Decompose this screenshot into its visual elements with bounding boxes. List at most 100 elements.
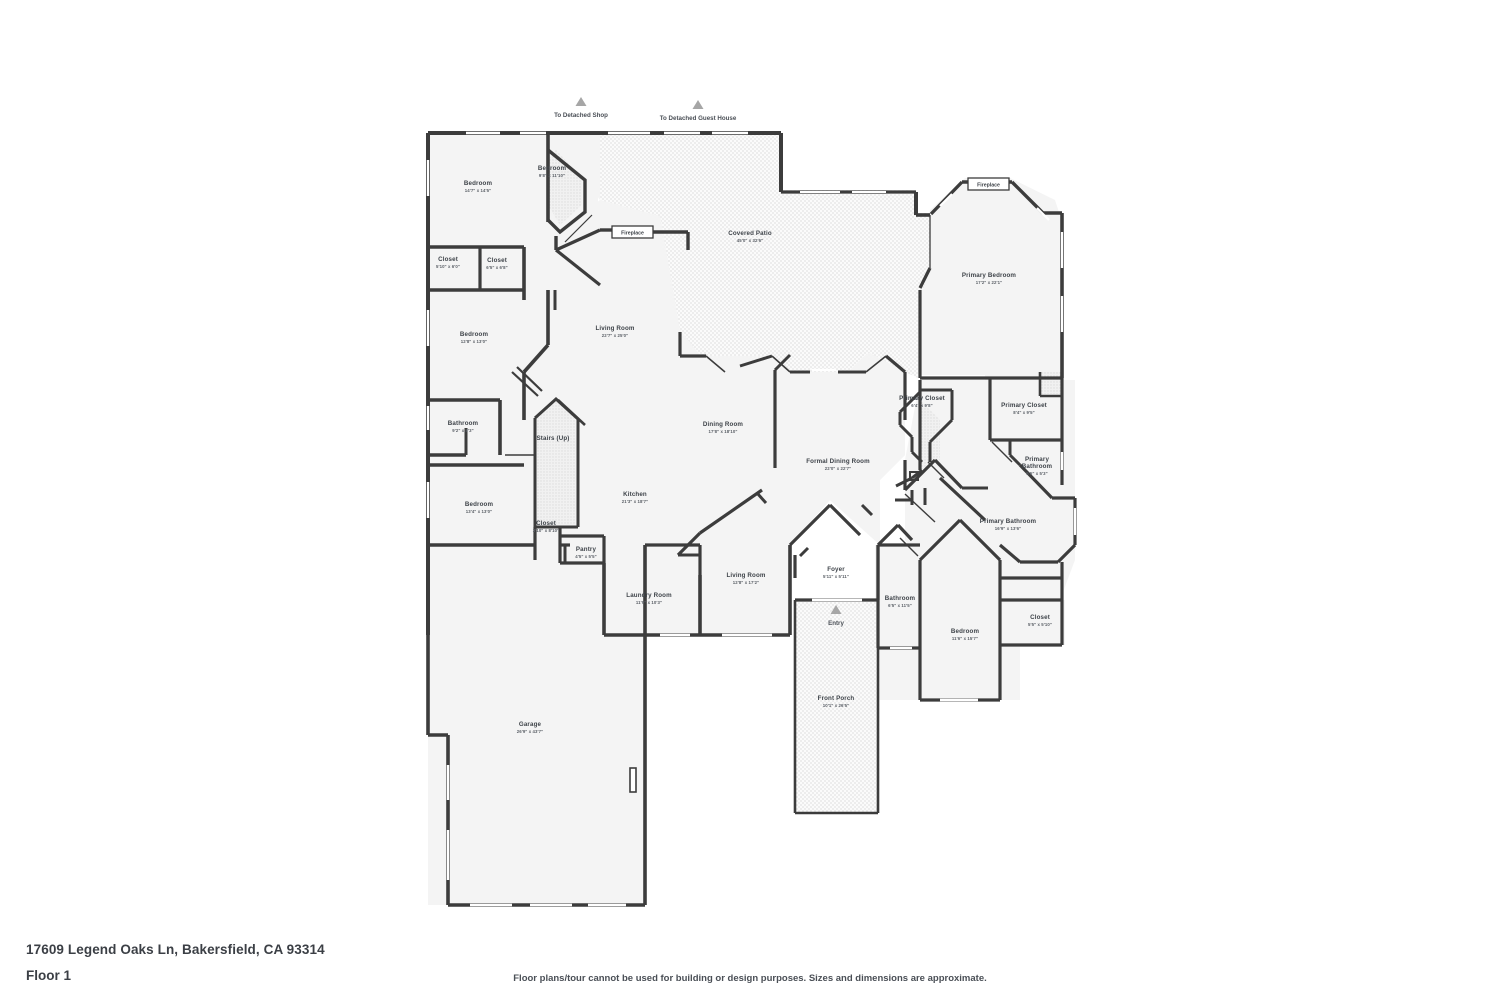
room-dimensions: 14'7" x 14'5" bbox=[465, 188, 492, 193]
room-dimensions: 10'1" x 26'5" bbox=[823, 703, 850, 708]
fireplace-label: Fireplace bbox=[621, 231, 644, 237]
room-name: Bathroom bbox=[448, 420, 479, 427]
room-name: Kitchen bbox=[623, 491, 647, 498]
room-dimensions: 12'8" x 13'0" bbox=[461, 339, 488, 344]
room-dimensions: 5'11" x 5'11" bbox=[823, 574, 849, 579]
room-dimensions: 17'8" x 18'10" bbox=[708, 429, 737, 434]
marker-label: Entry bbox=[828, 620, 844, 627]
room-dimensions: 6'5" x 6'8" bbox=[486, 265, 508, 270]
room-dimensions: 17'2" x 22'1" bbox=[976, 280, 1003, 285]
room-dimensions: 16'9" x 13'6" bbox=[995, 526, 1022, 531]
up-arrow-icon bbox=[830, 605, 842, 614]
room-dimensions: 11'6" x 15'7" bbox=[952, 636, 978, 641]
room-name: Closet bbox=[1030, 614, 1050, 621]
room-dimensions: 26'9" x 43'7" bbox=[517, 729, 544, 734]
room-name: Bedroom bbox=[464, 180, 493, 187]
fireplace-primary-bedroom: Fireplace bbox=[967, 177, 1010, 191]
marker-label: To Detached Shop bbox=[554, 112, 608, 119]
outdoor-areas bbox=[535, 133, 1062, 813]
room-dimensions: 6'5" x 11'5" bbox=[888, 603, 912, 608]
direction-markers: To Detached Shop To Detached Guest House… bbox=[554, 97, 844, 627]
room-name: Pantry bbox=[576, 546, 597, 553]
fireplace-label: Fireplace bbox=[977, 183, 1000, 189]
room-dimensions: 22'0" x 22'7" bbox=[825, 466, 852, 471]
up-arrow-icon bbox=[575, 97, 587, 106]
room-name: Primary Bathroom bbox=[980, 518, 1037, 525]
room-name: Garage bbox=[519, 721, 542, 728]
room-dimensions: 22'7" x 25'0" bbox=[602, 333, 629, 338]
marker-to-detached-guest-house: To Detached Guest House bbox=[660, 100, 737, 122]
room-name: Formal Dining Room bbox=[806, 458, 870, 465]
floor-label: Floor 1 bbox=[26, 968, 72, 983]
room-dimensions: 5'10" x 6'0" bbox=[436, 264, 460, 269]
room-dimensions: 8'4" x 9'5" bbox=[1013, 410, 1035, 415]
room-name: Dining Room bbox=[703, 421, 743, 428]
fireplace-living-room: Fireplace bbox=[611, 225, 654, 239]
walls bbox=[426, 131, 1077, 907]
room-name: Living Room bbox=[595, 325, 634, 332]
room-name: Primary Closet bbox=[1001, 402, 1047, 409]
room-dimensions: 9'2" x 8'3" bbox=[452, 428, 474, 433]
room-name: Covered Patio bbox=[728, 230, 772, 237]
room-dimensions: 11'9" x 10'3" bbox=[636, 600, 662, 605]
marker-entry: Entry bbox=[828, 605, 844, 627]
room-name: Living Room bbox=[726, 572, 765, 579]
room-dimensions: 9'8" x 11'10" bbox=[539, 173, 565, 178]
room-dimensions: 12'8" x 17'2" bbox=[733, 580, 760, 585]
room-dimensions: 5'5" x 5'10" bbox=[1028, 622, 1052, 627]
room-name: Closet bbox=[438, 256, 458, 263]
room-name: Primary Closet bbox=[899, 395, 945, 402]
room-name: Stairs (Up) bbox=[537, 435, 570, 442]
room-label-stairs-up: Stairs (Up) bbox=[537, 435, 570, 442]
room-dimensions: 4'5" x 5'5" bbox=[575, 554, 597, 559]
room-name: Closet bbox=[487, 257, 507, 264]
room-name: Closet bbox=[536, 520, 556, 527]
marker-to-detached-shop: To Detached Shop bbox=[554, 97, 608, 119]
disclaimer-text: Floor plans/tour cannot be used for buil… bbox=[513, 973, 987, 984]
fireplace-badges: Fireplace Fireplace bbox=[611, 177, 1010, 239]
room-dimensions: 13'4" x 13'0" bbox=[466, 509, 493, 514]
room-name: Front Porch bbox=[818, 695, 855, 702]
room-name: Primary bbox=[1025, 456, 1050, 463]
room-dimensions: 6'4" x 9'8" bbox=[911, 403, 933, 408]
room-dimensions: 21'3" x 18'7" bbox=[622, 499, 649, 504]
room-dimensions: 3'10" x 8'10" bbox=[533, 528, 560, 533]
room-name: Bedroom bbox=[465, 501, 494, 508]
room-name: Bathroom bbox=[885, 595, 916, 602]
room-name: Bedroom bbox=[460, 331, 489, 338]
room-fills bbox=[428, 133, 1075, 905]
room-dimensions: 5'5" x 5'3" bbox=[1026, 471, 1048, 476]
room-name: Bathroom bbox=[1022, 463, 1053, 470]
room-name: Foyer bbox=[827, 566, 845, 573]
page-title: 17609 Legend Oaks Ln, Bakersfield, CA 93… bbox=[26, 942, 325, 957]
room-name: Bedroom bbox=[538, 165, 567, 172]
up-arrow-icon bbox=[692, 100, 704, 109]
room-dimensions: 45'0" x 32'6" bbox=[737, 238, 764, 243]
